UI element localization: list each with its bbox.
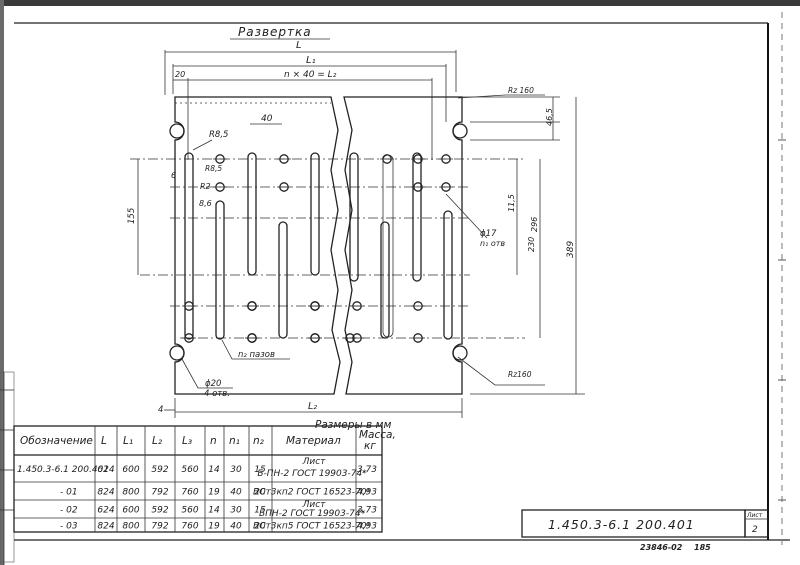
- right-annotations: Rz 160 46,5 11,5 296 230 389 ϕ17 n₁ отв …: [445, 86, 585, 395]
- page-number: 185: [694, 543, 711, 552]
- table-cell-L3: 560: [181, 465, 198, 475]
- th-mass: Масса, кг: [359, 429, 399, 452]
- table-cell-n2: 20: [254, 522, 266, 532]
- table-cell-material-top: Лист: [302, 500, 327, 510]
- dim-phi17: ϕ17: [480, 229, 497, 239]
- left-annotations: R8,5 R8,5 6 R2 8,6 155: [127, 130, 228, 275]
- table-cell-code: - 01: [60, 488, 78, 498]
- table-cell-n1: 30: [230, 506, 242, 516]
- drawing-title: Развертка: [238, 25, 312, 39]
- table-cell-L1: 600: [122, 506, 139, 516]
- dim-230: 230: [527, 237, 536, 252]
- dim-8-6: 8,6: [199, 199, 212, 208]
- table-cell-L1: 800: [122, 488, 139, 498]
- archive-number: 23846-02: [640, 543, 683, 552]
- dim-phi20: ϕ20: [205, 379, 221, 389]
- th-L1: L₁: [123, 435, 133, 447]
- table-cell-L3: 560: [181, 506, 198, 516]
- dim-n1-holes: n₁ отв: [480, 239, 505, 248]
- dim-40: 40: [261, 114, 273, 124]
- dim-n2-slots: n₂ пазов: [238, 350, 275, 360]
- table-cell-material: ВСт3кп5 ГОСТ 16523-70*: [253, 522, 371, 532]
- dim-R8-5-a: R8,5: [209, 130, 228, 140]
- table-cell-code: 1.450.3-6.1 200.401: [17, 465, 109, 475]
- table-cell-code: - 03: [60, 522, 78, 532]
- table-cell-n2: 20: [254, 488, 266, 498]
- dim-n40: n × 40 = L₂: [284, 70, 337, 80]
- dim-L1: L₁: [306, 55, 316, 66]
- dim-46-5: 46,5: [545, 108, 554, 126]
- table-cell-material-top: Лист: [302, 457, 327, 467]
- dim-Rz160-bot: Rz160: [508, 370, 532, 379]
- th-L: L: [101, 435, 107, 447]
- table-cell-code: - 02: [60, 506, 78, 516]
- table-cell-L: 624: [97, 506, 114, 516]
- dim-4-holes: 4 отв.: [204, 389, 230, 399]
- dim-L2: L₂: [308, 401, 317, 412]
- bottom-annotations: n₂ пазов ϕ20 4 отв. 4 L₂ Размеры в мм: [158, 339, 463, 431]
- table-cell-mass: 3,73: [357, 506, 377, 516]
- table-cell-material: БПН-2 ГОСТ 19903-74*: [259, 509, 366, 519]
- table-cell-L: 824: [97, 488, 114, 498]
- th-n: n: [210, 435, 217, 447]
- slots: [184, 152, 453, 340]
- dim-155: 155: [127, 208, 137, 224]
- scan-edge-left: [0, 0, 4, 565]
- table-cell-L2: 792: [151, 522, 168, 532]
- holes: [182, 154, 453, 343]
- top-dimensions: L L₁ 20 n × 40 = L₂ 40: [164, 40, 457, 160]
- table-cell-mass: 4,93: [357, 522, 377, 532]
- table-cell-n1: 30: [230, 465, 242, 475]
- table-cell-n: 19: [208, 488, 220, 498]
- spec-table: Обозначение L L₁ L₂ L₃ n n₁ n₂ Материал …: [13, 425, 399, 533]
- table-cell-mass: 3,73: [357, 465, 377, 475]
- table-cell-L2: 592: [151, 465, 168, 475]
- table-cell-n2: 15: [254, 465, 266, 475]
- table-cell-material: ВСт3кп2 ГОСТ 16523-70*: [253, 488, 371, 498]
- table-cell-L: 624: [97, 465, 114, 475]
- table-cell-L3: 760: [181, 488, 198, 498]
- table-cell-n1: 40: [230, 488, 242, 498]
- sheet-number: 2: [752, 525, 758, 535]
- dim-R8-5-b: R8,5: [205, 164, 222, 173]
- table-cell-L1: 800: [122, 522, 139, 532]
- table-cell-L: 824: [97, 522, 114, 532]
- right-margin-marks: [778, 139, 786, 501]
- table-cell-L2: 592: [151, 506, 168, 516]
- dim-4: 4: [158, 405, 163, 415]
- table-cell-n1: 40: [230, 522, 242, 532]
- dim-389: 389: [566, 241, 576, 258]
- table-cell-mass: 4,93: [357, 488, 377, 498]
- dim-Rz160-top: Rz 160: [508, 86, 534, 95]
- sheet-label: Лист: [746, 512, 763, 519]
- table-cell-L2: 792: [151, 488, 168, 498]
- title-block: 1.450.3-6.1 200.401 Лист 2 23846-02 185: [521, 509, 769, 552]
- dim-6: 6: [171, 171, 176, 180]
- table-cell-L1: 600: [122, 465, 139, 475]
- dim-11-5: 11,5: [507, 194, 516, 212]
- table-cell-material: Б-ПН-2 ГОСТ 19903-74*: [257, 469, 367, 479]
- table-cell-n: 14: [208, 465, 220, 475]
- corner-notches: [169, 123, 468, 361]
- dim-L: L: [296, 40, 302, 51]
- units-note: Размеры в мм: [315, 419, 391, 431]
- th-L3: L₃: [182, 435, 192, 447]
- table-cell-L3: 760: [181, 522, 198, 532]
- dim-20-top: 20: [175, 70, 185, 79]
- th-n2: n₂: [253, 435, 265, 447]
- th-n1: n₁: [229, 435, 240, 447]
- scan-edge-top: [0, 0, 800, 6]
- table-cell-n: 19: [208, 522, 220, 532]
- table-cell-n2: 15: [254, 506, 266, 516]
- doc-code: 1.450.3-6.1 200.401: [548, 517, 695, 532]
- sheet-frame: [14, 12, 790, 545]
- th-L2: L₂: [152, 435, 163, 447]
- dim-R2: R2: [200, 182, 211, 191]
- table-cell-n: 14: [208, 506, 220, 516]
- dim-296: 296: [530, 217, 539, 232]
- th-material: Материал: [286, 435, 341, 447]
- th-designation: Обозначение: [20, 435, 93, 447]
